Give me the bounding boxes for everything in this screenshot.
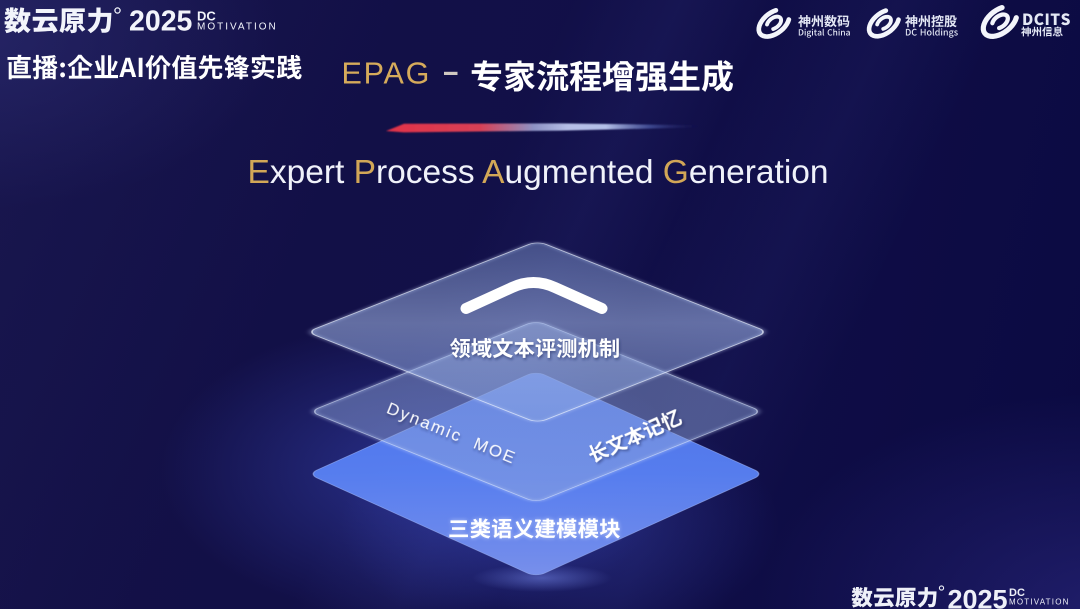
svg-text:DC: DC (197, 9, 216, 24)
svg-text:EPAG: EPAG (342, 57, 432, 91)
svg-text:2025: 2025 (129, 6, 193, 38)
svg-text:Expert Process Augmented Gener: Expert Process Augmented Generation (247, 154, 828, 191)
svg-text:MOTIVATION: MOTIVATION (197, 22, 278, 33)
svg-text:DC: DC (1009, 587, 1025, 599)
svg-text:MOTIVATION: MOTIVATION (1009, 598, 1070, 607)
svg-text:2025: 2025 (948, 585, 1008, 609)
